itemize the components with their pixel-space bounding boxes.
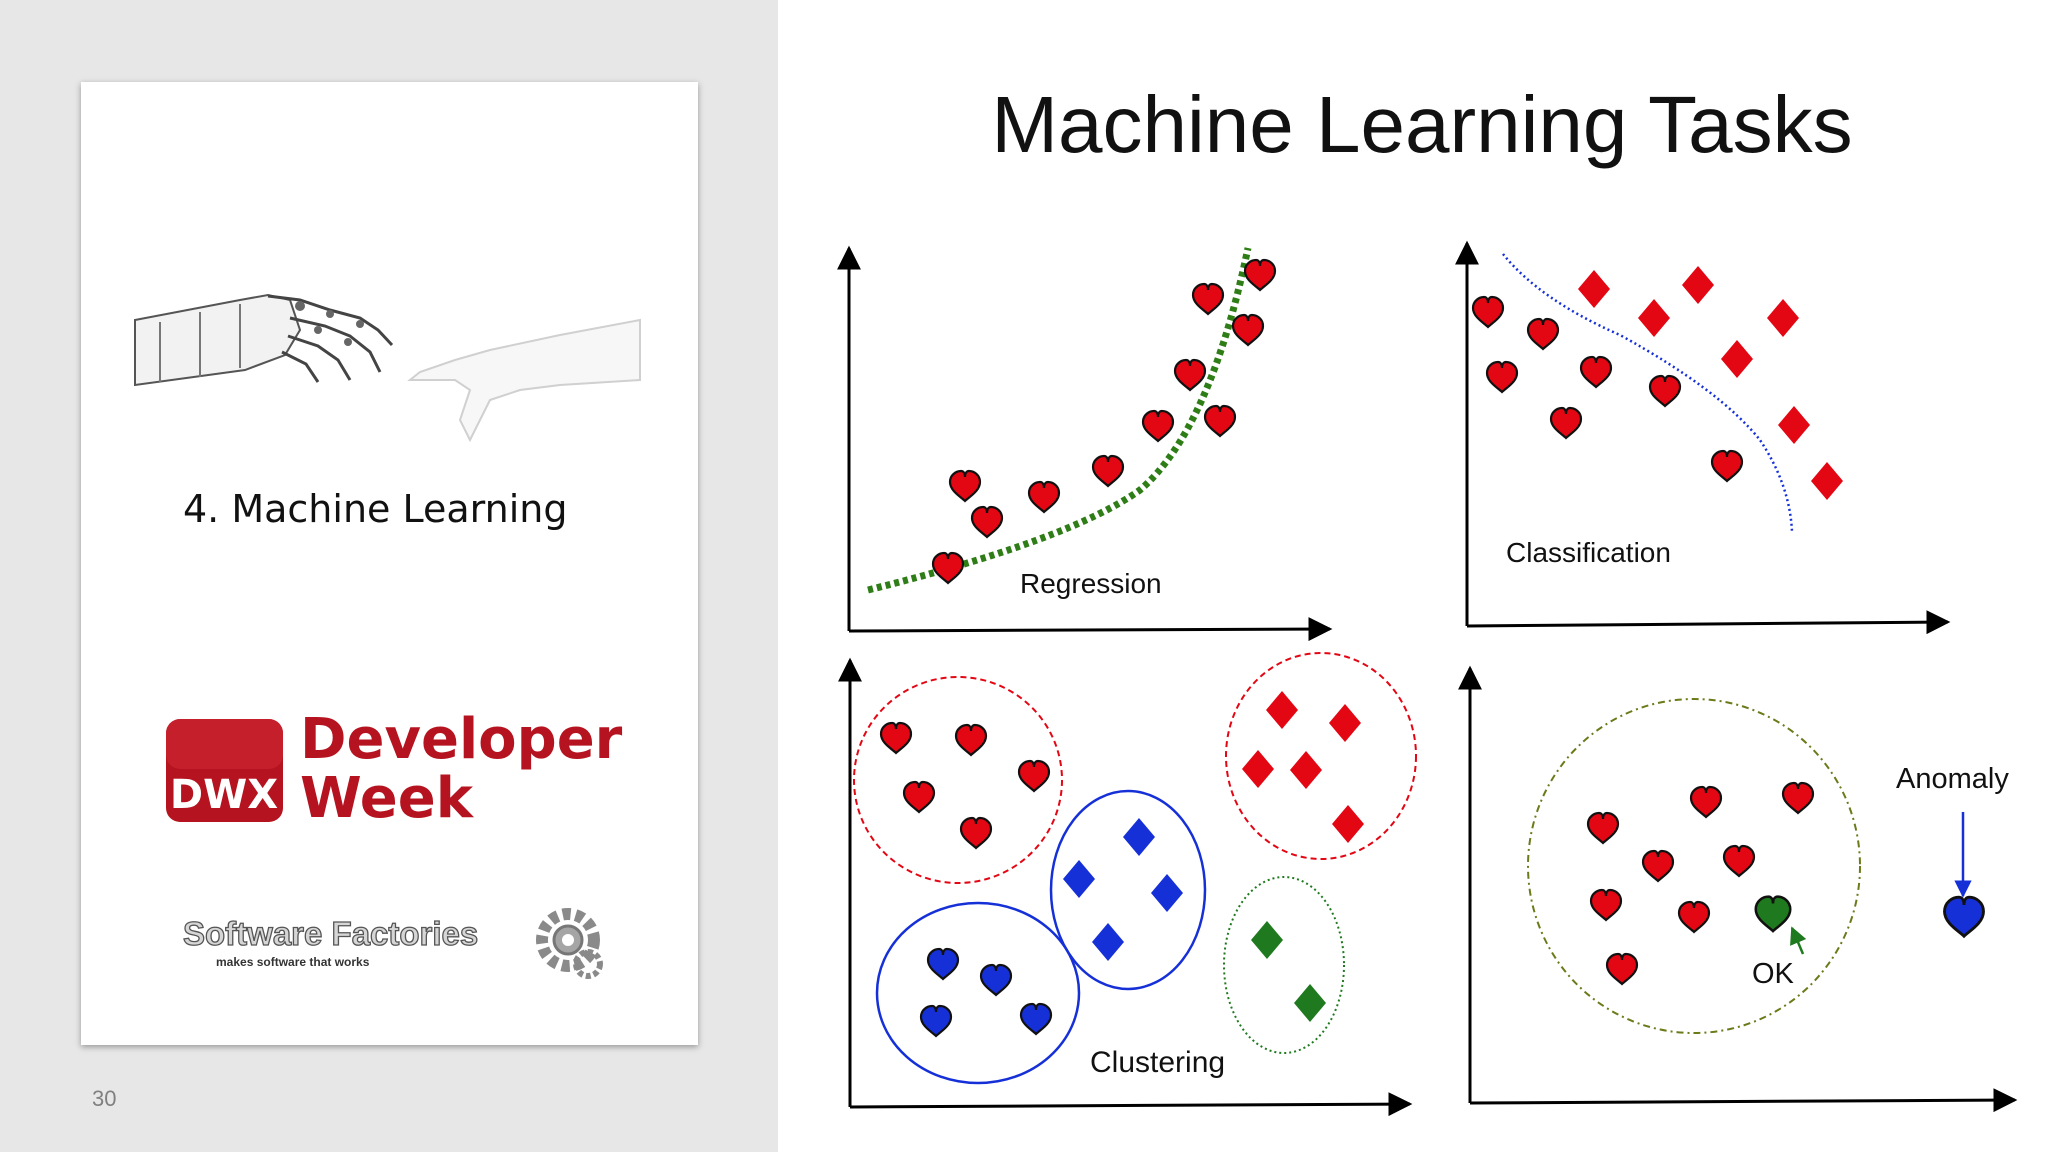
diamond-icon xyxy=(1332,805,1364,843)
cluster-blue-diamonds xyxy=(1049,789,1207,991)
diamond-icon xyxy=(1638,299,1670,337)
dwx-logo: DWX Developer Week xyxy=(166,707,623,831)
anomaly-x-axis xyxy=(1469,1088,2018,1113)
heart-icon xyxy=(1017,759,1051,793)
heart-icon xyxy=(948,469,982,503)
regression-fit-curve xyxy=(867,247,1252,594)
heart-icon xyxy=(1485,360,1519,394)
heart-icon xyxy=(1710,449,1744,483)
anomaly-normal-region xyxy=(1527,698,1861,1034)
diamond-icon xyxy=(1778,406,1810,444)
cluster-red-hearts xyxy=(853,676,1063,884)
heart-icon xyxy=(1243,258,1277,292)
regression-panel: Regression xyxy=(837,245,1333,642)
diamond-icon xyxy=(1721,340,1753,378)
anomaly-label: Anomaly xyxy=(1896,763,2009,795)
classification-label: Classification xyxy=(1506,537,1671,568)
heart-icon xyxy=(1027,480,1061,514)
diamond-icon xyxy=(1578,270,1610,308)
diamond-icon xyxy=(1266,691,1298,729)
heart-icon xyxy=(1754,895,1792,933)
diamond-icon xyxy=(1092,923,1124,961)
ok-arrow xyxy=(1790,926,1807,955)
heart-icon xyxy=(970,505,1004,539)
slide-number: 30 xyxy=(92,1086,117,1111)
anomaly-panel: Anomaly OK xyxy=(1458,665,2018,1113)
heart-icon xyxy=(1677,900,1711,934)
heart-icon xyxy=(1471,295,1505,329)
classification-boundary xyxy=(1502,253,1794,533)
diamond-icon xyxy=(1329,704,1361,742)
diamond-icon xyxy=(1682,266,1714,304)
cluster-red-diamonds xyxy=(1225,652,1417,860)
heart-icon xyxy=(954,723,988,757)
heart-icon xyxy=(1141,409,1175,443)
regression-x-axis xyxy=(848,617,1333,642)
heart-icon xyxy=(1203,404,1237,438)
diamond-icon xyxy=(1294,984,1326,1022)
heart-icon xyxy=(1231,313,1265,347)
diamond-icon xyxy=(1123,818,1155,856)
heart-icon xyxy=(1641,849,1675,883)
heart-icon xyxy=(979,963,1013,997)
heart-icon xyxy=(1173,358,1207,392)
heart-icon xyxy=(1689,785,1723,819)
slide-thumbnail-card[interactable] xyxy=(81,82,698,1045)
diamond-icon xyxy=(1811,462,1843,500)
classification-panel: Classification xyxy=(1455,240,1951,635)
robot-hand-illustration xyxy=(134,293,641,443)
cluster-blue-hearts xyxy=(875,901,1081,1085)
diamond-icon xyxy=(1767,299,1799,337)
slide-title: Machine Learning Tasks xyxy=(991,80,1852,169)
clustering-x-axis xyxy=(849,1092,1413,1117)
diamond-icon xyxy=(1063,860,1095,898)
dwx-line1: Developer xyxy=(300,707,623,772)
heart-icon xyxy=(1589,888,1623,922)
heart-icon xyxy=(1586,811,1620,845)
diamond-icon xyxy=(1242,750,1274,788)
classification-x-axis xyxy=(1466,610,1951,635)
heart-icon xyxy=(959,816,993,850)
sf-name: Software Factories xyxy=(183,915,478,952)
cluster-green-diamonds xyxy=(1223,876,1345,1054)
heart-icon xyxy=(1019,1002,1053,1036)
gear-icon xyxy=(536,908,603,979)
dwx-line2: Week xyxy=(300,766,475,831)
heart-icon xyxy=(926,947,960,981)
diamond-icon xyxy=(1151,874,1183,912)
heart-icon xyxy=(1722,844,1756,878)
heart-icon xyxy=(1526,317,1560,351)
diamond-icon xyxy=(1251,921,1283,959)
section-title: 4. Machine Learning xyxy=(183,487,567,531)
dwx-badge-text: DWX xyxy=(170,772,278,818)
sf-tagline: makes software that works xyxy=(216,955,370,969)
heart-icon xyxy=(1191,282,1225,316)
clustering-panel: Clustering xyxy=(838,652,1417,1117)
heart-icon xyxy=(879,721,913,755)
clustering-label: Clustering xyxy=(1090,1046,1225,1079)
heart-icon xyxy=(1091,454,1125,488)
software-factories-logo: Software Factories makes software that w… xyxy=(182,908,603,979)
heart-icon xyxy=(1579,355,1613,389)
heart-icon xyxy=(919,1004,953,1038)
heart-icon xyxy=(1648,374,1682,408)
heart-icon xyxy=(931,551,965,585)
heart-icon xyxy=(1781,781,1815,815)
heart-icon xyxy=(902,780,936,814)
heart-icon xyxy=(1943,895,1985,939)
diamond-icon xyxy=(1290,751,1322,789)
ok-label: OK xyxy=(1752,958,1795,990)
heart-icon xyxy=(1605,952,1639,986)
regression-label: Regression xyxy=(1020,568,1162,599)
heart-icon xyxy=(1549,406,1583,440)
